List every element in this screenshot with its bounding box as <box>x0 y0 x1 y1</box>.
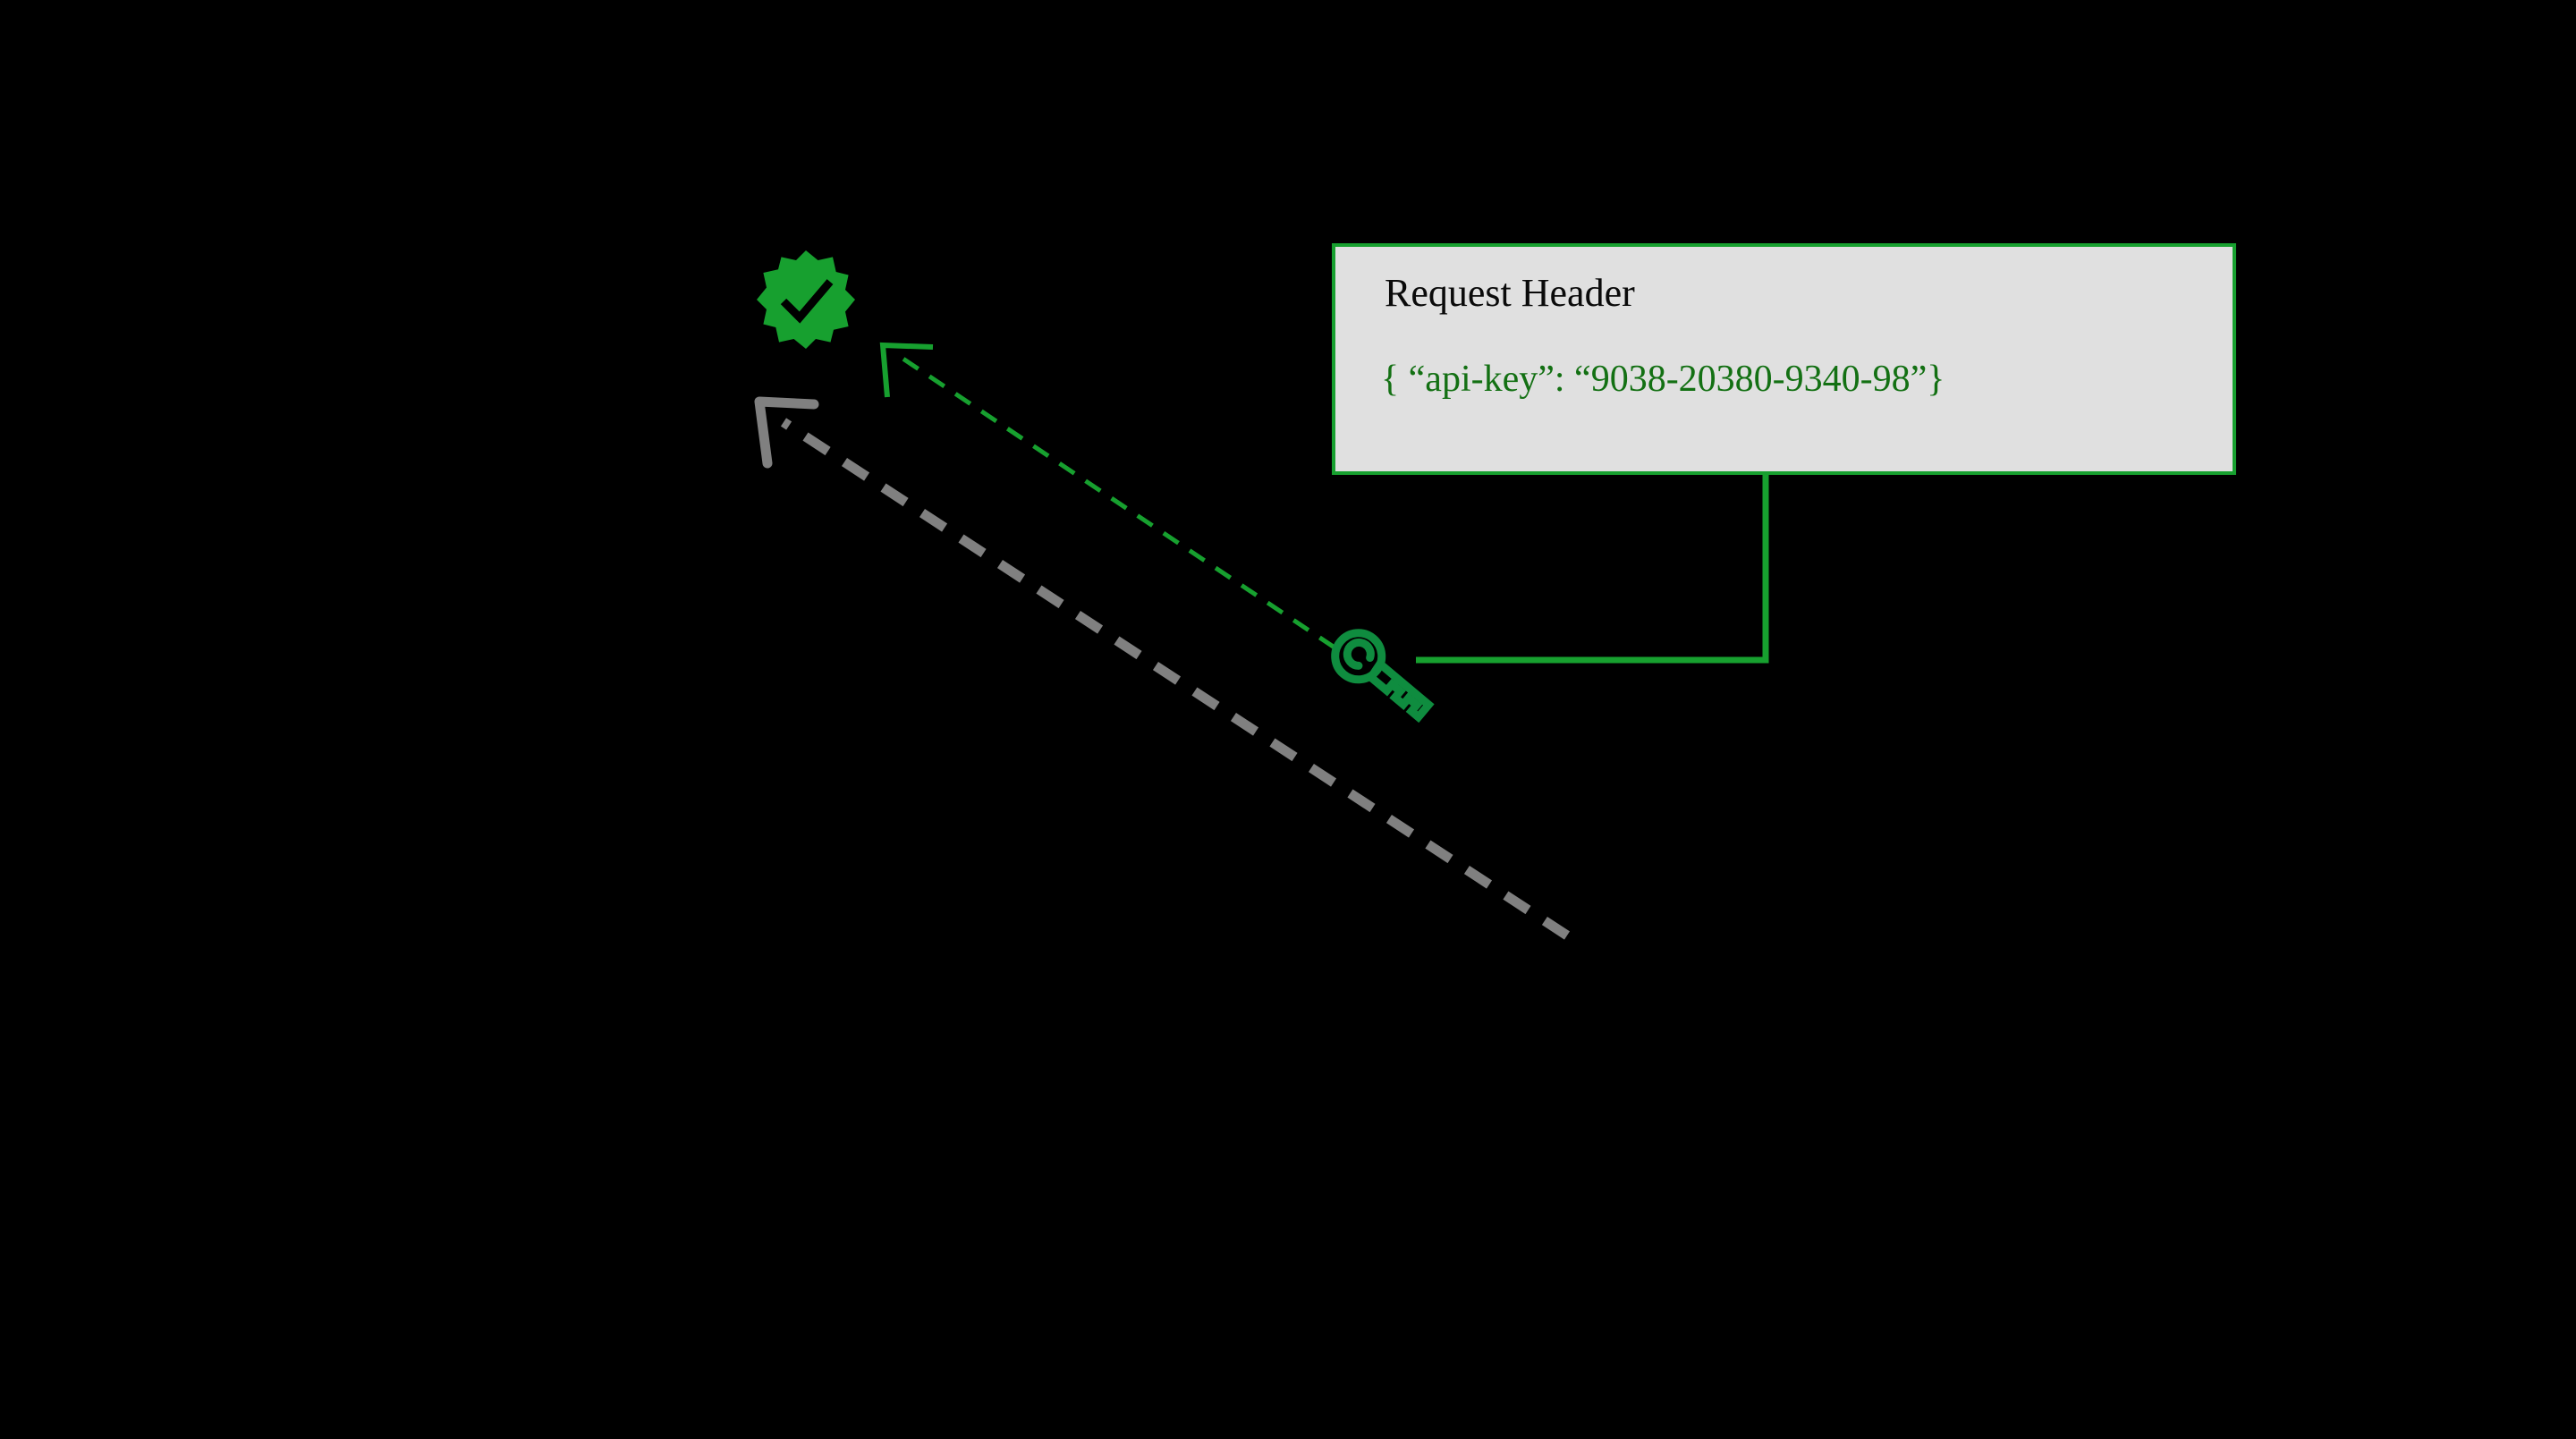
key-to-box-connector <box>1416 475 1769 664</box>
request-path-arrow <box>754 396 1571 940</box>
verified-badge-starburst <box>757 250 855 349</box>
key-to-badge-arrowhead <box>879 342 934 398</box>
key-icon-shaft <box>1365 657 1435 724</box>
key-to-badge-dashed-line <box>900 355 1336 650</box>
request-header-box: Request Header { “api-key”: “9038-20380-… <box>1332 243 2236 475</box>
request-header-api-key-value: { “api-key”: “9038-20380-9340-98”} <box>1381 359 1945 400</box>
key-to-box-connector-line <box>1416 475 1769 664</box>
request-header-title: Request Header <box>1385 271 1635 315</box>
verified-badge-checkmark <box>780 279 834 324</box>
key-icon-bow-inner <box>1343 638 1375 670</box>
request-path-dashed-line <box>780 418 1571 940</box>
request-path-arrowhead <box>754 396 819 469</box>
key-icon <box>1331 629 1435 724</box>
key-icon-bow-outer <box>1331 629 1386 684</box>
verified-badge-icon <box>757 250 855 349</box>
key-to-badge-arrow <box>879 342 1336 650</box>
